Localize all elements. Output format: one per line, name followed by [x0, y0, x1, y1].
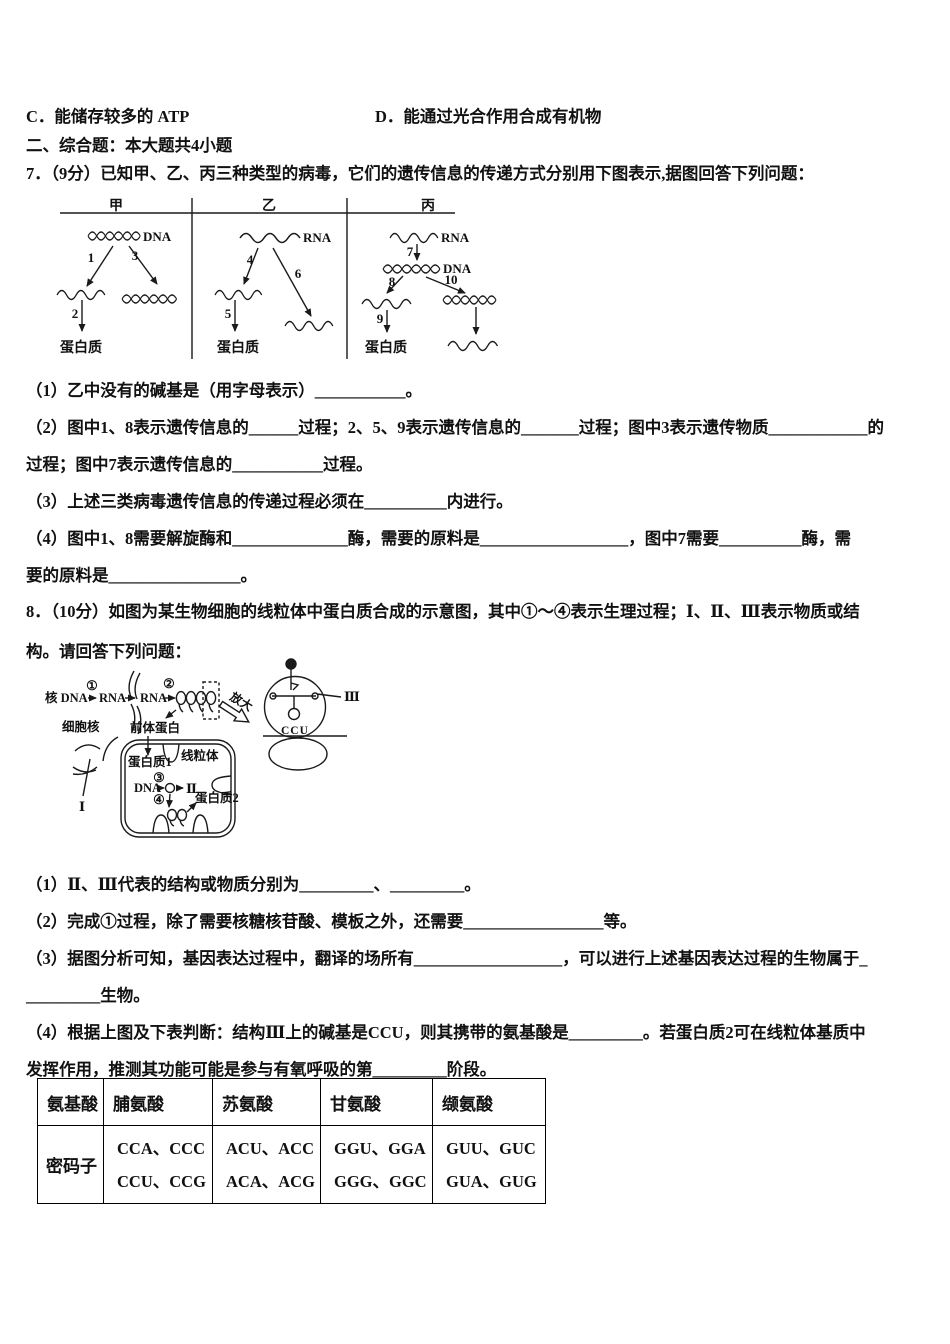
- q7-arrow9-num: 9: [377, 311, 384, 326]
- q8-sub1: （1）Ⅱ、Ⅲ代表的结构或物质分别为_________、_________。: [26, 875, 481, 894]
- codon-line: GGG、GGC: [334, 1171, 427, 1191]
- q7-stem: 7．（9分）已知甲、乙、丙三种类型的病毒，它们的遗传信息的传递方式分别用下图表示…: [26, 164, 814, 183]
- q7-arrow5-num: 5: [225, 306, 232, 321]
- q8-protein1-label: 蛋白质1: [128, 754, 172, 769]
- codon-table: 氨基酸 脯氨酸 苏氨酸 甘氨酸 缬氨酸 密码子 CCA、CCC CCU、CCG …: [37, 1078, 546, 1204]
- q7-arrow6-num: 6: [295, 266, 302, 281]
- q7-jia-dna-label: DNA: [143, 229, 172, 244]
- q7-arrow1-num: 1: [88, 250, 95, 265]
- q8-questions: （1）Ⅱ、Ⅲ代表的结构或物质分别为_________、_________。 （2…: [26, 866, 868, 1088]
- q8-process2-label: ②: [163, 676, 175, 691]
- q7-arrow3-num: 3: [132, 248, 139, 263]
- codon-line: GUU、GUC: [446, 1138, 536, 1158]
- q8-process3-label: ③: [153, 770, 165, 785]
- section-header: 二、综合题：本大题共4小题: [26, 136, 233, 155]
- q8-stem-line1: 8．（10分）如图为某生物细胞的线粒体中蛋白质合成的示意图，其中①～④表示生理过…: [26, 602, 860, 621]
- codon-cell-glycine: GGU、GGA GGG、GGC: [320, 1125, 433, 1204]
- q8-rna1-label: RNA: [99, 691, 126, 705]
- q8-process1-label: ①: [86, 678, 98, 693]
- q7-col-bing-title: 丙: [421, 198, 435, 214]
- codon-line: ACU、ACC: [226, 1138, 314, 1158]
- codon-cell-threonine: ACU、ACC ACA、ACG: [212, 1125, 321, 1204]
- codon-table-header-threonine: 苏氨酸: [212, 1078, 321, 1126]
- q8-mito-label: 线粒体: [181, 748, 219, 763]
- q8-sub3-cont: _________生物。: [26, 986, 150, 1005]
- q8-diagram-labels: 核 DNA ① RNA RNA ② 细胞核 前体蛋白 Ⅰ 放大 Ⅲ CCU 线粒…: [45, 676, 360, 814]
- codon-table-header-proline: 脯氨酸: [103, 1078, 213, 1126]
- q7-diagram-strands: [56, 231, 499, 352]
- option-d: D．能通过光合作用合成有机物: [375, 107, 602, 126]
- q8-nucleus-label: 细胞核: [62, 719, 100, 734]
- q7-diagram-labels: DNA RNA RNA DNA 1 2 3 4 5 6 7 8 9 10: [72, 229, 472, 326]
- q7-bing-rna-label: RNA: [441, 230, 470, 245]
- q7-arrow8-num: 8: [389, 274, 396, 289]
- option-c: C．能储存较多的 ATP: [26, 107, 190, 126]
- codon-line: GGU、GGA: [334, 1138, 426, 1158]
- q7-bing-protein-label: 蛋白质: [365, 339, 407, 356]
- q7-arrow4-num: 4: [247, 252, 254, 267]
- codon-line: CCU、CCG: [117, 1171, 206, 1191]
- q7-sub2: （2）图中1、8表示遗传信息的______过程；2、5、9表示遗传信息的____…: [26, 418, 884, 437]
- q7-questions: （1）乙中没有的碱基是（用字母表示）___________。 （2）图中1、8表…: [26, 372, 884, 594]
- q7-bing-dna-label: DNA: [443, 261, 472, 276]
- q7-arrow7-num: 7: [407, 244, 414, 259]
- q8-sub2: （2）完成①过程，除了需要核糖核苷酸、模板之外，还需要_____________…: [26, 912, 637, 931]
- codon-table-body-row: 密码子 CCA、CCC CCU、CCG ACU、ACC ACA、ACG GGU、…: [37, 1125, 546, 1204]
- q8-nuc-dna-label: 核 DNA: [45, 690, 88, 705]
- q8-precursor-label: 前体蛋白: [130, 720, 180, 735]
- q7-col-yi-title: 乙: [262, 198, 276, 214]
- q7-diagram-frame: [60, 198, 455, 359]
- q7-col-jia-title: 甲: [109, 198, 123, 214]
- q8-rna2-label: RNA: [140, 691, 167, 705]
- q7-sub3: （3）上述三类病毒遗传信息的传递过程必须在__________内进行。: [26, 492, 513, 511]
- q8-process4-label: ④: [153, 792, 165, 807]
- codon-line: GUA、GUG: [446, 1171, 537, 1191]
- q8-sub4-cont: 发挥作用，推测其功能可能是参与有氧呼吸的第_________阶段。: [26, 1060, 497, 1079]
- q7-virus-diagram: 甲 乙 丙 DNA RNA RNA DNA 1 2 3 4 5 6 7 8 9 …: [56, 198, 499, 359]
- q8-mito-dna-label: DNA: [134, 781, 161, 795]
- codon-line: ACA、ACG: [226, 1171, 315, 1191]
- q7-yi-rna-label: RNA: [303, 230, 332, 245]
- codon-cell-proline: CCA、CCC CCU、CCG: [103, 1125, 213, 1204]
- q7-sub2-cont: 过程；图中7表示遗传信息的___________过程。: [26, 455, 373, 474]
- q8-structure2-label: Ⅱ: [186, 781, 197, 796]
- codon-line: CCA、CCC: [117, 1138, 205, 1158]
- q7-sub1: （1）乙中没有的碱基是（用字母表示）___________。: [26, 381, 422, 400]
- codon-table-header-glycine: 甘氨酸: [320, 1078, 433, 1126]
- q8-sub3: （3）据图分析可知，基因表达过程中，翻译的场所有________________…: [26, 949, 868, 968]
- q8-structure3-label: Ⅲ: [344, 689, 360, 704]
- q7-yi-protein-label: 蛋白质: [217, 339, 259, 356]
- codon-table-header-valine: 缬氨酸: [432, 1078, 546, 1126]
- q8-diagram-shapes: [72, 658, 347, 838]
- q8-protein2-label: 蛋白质2: [195, 790, 239, 805]
- codon-cell-valine: GUU、GUC GUA、GUG: [432, 1125, 546, 1204]
- q7-sub4-cont: 要的原料是________________。: [26, 566, 257, 585]
- codon-table-header-row: 氨基酸 脯氨酸 苏氨酸 甘氨酸 缬氨酸: [37, 1078, 546, 1126]
- q8-mito-diagram: 核 DNA ① RNA RNA ② 细胞核 前体蛋白 Ⅰ 放大 Ⅲ CCU 线粒…: [45, 658, 360, 838]
- q8-sub4: （4）根据上图及下表判断：结构Ⅲ上的碱基是CCU，则其携带的氨基酸是______…: [26, 1023, 866, 1042]
- q8-stem-line2: 构。请回答下列问题：: [26, 642, 191, 661]
- q7-diagram-titles: 甲 乙 丙: [109, 198, 435, 214]
- q7-diagram-protein-labels: 蛋白质 蛋白质 蛋白质: [60, 339, 407, 356]
- q7-arrow2-num: 2: [72, 306, 79, 321]
- q7-arrow10-num: 10: [445, 272, 458, 287]
- codon-table-header-aminoacid: 氨基酸: [37, 1078, 104, 1126]
- codon-row-label: 密码子: [37, 1125, 104, 1204]
- q7-sub4: （4）图中1、8需要解旋酶和______________酶，需要的原料是____…: [26, 529, 851, 548]
- q8-structure1-label: Ⅰ: [79, 799, 85, 814]
- q7-jia-protein-label: 蛋白质: [60, 339, 102, 356]
- q8-anticodon-label: CCU: [281, 725, 309, 737]
- q8-stem: 8．（10分）如图为某生物细胞的线粒体中蛋白质合成的示意图，其中①～④表示生理过…: [26, 592, 860, 672]
